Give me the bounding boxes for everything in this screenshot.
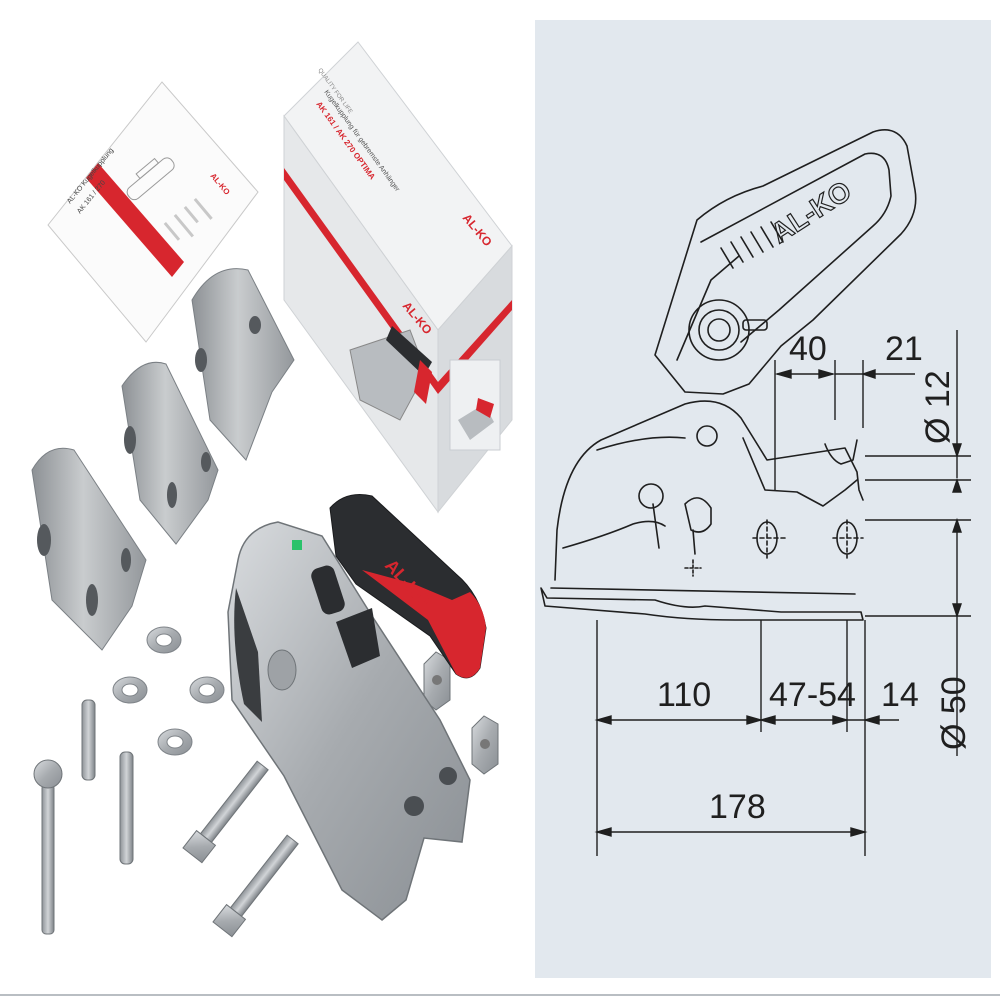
kit-svg: AL-KO Kugelkupplung AK 161 / 270 AL-KO Q… bbox=[31, 41, 513, 938]
dim-14: 14 bbox=[881, 676, 919, 714]
drawing-pivot-ring bbox=[688, 299, 750, 361]
manual-text-lines bbox=[163, 198, 213, 241]
technical-drawing-panel: AL-KO bbox=[535, 20, 991, 978]
drawing-handle-outline bbox=[654, 129, 917, 395]
hex-nut bbox=[471, 715, 499, 775]
dim-110: 110 bbox=[657, 676, 711, 714]
washer bbox=[157, 728, 193, 756]
washer bbox=[146, 626, 182, 654]
ball-coupling: AL-KO bbox=[227, 494, 487, 921]
hex-nut bbox=[423, 651, 451, 711]
washer bbox=[112, 676, 148, 704]
wear-indicator bbox=[292, 540, 302, 550]
dim-178: 178 bbox=[709, 788, 766, 826]
pin bbox=[119, 751, 134, 865]
sleeve-clamp-middle bbox=[121, 361, 219, 545]
technical-drawing: AL-KO bbox=[540, 129, 973, 856]
hex-bolt bbox=[212, 834, 299, 938]
drawing-handle-logo: AL-KO bbox=[765, 175, 856, 249]
dim-50: Ø 50 bbox=[935, 676, 973, 750]
box-coupling-image bbox=[349, 326, 432, 421]
drawing-housing-outline bbox=[554, 400, 864, 581]
carriage-bolt bbox=[33, 759, 63, 935]
dim-47-54: 47-54 bbox=[769, 676, 856, 714]
product-kit-illustration: AL-KO Kugelkupplung AK 161 / 270 AL-KO Q… bbox=[31, 41, 513, 938]
washer bbox=[189, 676, 225, 704]
dim-21: 21 bbox=[885, 330, 923, 368]
manual-device-sketch bbox=[126, 157, 175, 201]
box-coupling-thumbnail bbox=[449, 359, 501, 451]
bottom-divider bbox=[0, 994, 1000, 996]
coupling-handle: AL-KO bbox=[329, 494, 487, 679]
sleeve-clamp-front bbox=[31, 447, 147, 651]
pin bbox=[81, 699, 96, 781]
sleeve-clamp-back bbox=[191, 268, 295, 461]
dim-12: Ø 12 bbox=[919, 370, 957, 444]
hex-bolt bbox=[182, 760, 269, 864]
dim-40: 40 bbox=[789, 330, 827, 368]
product-box: QUALITY FOR LIFE Kugelkupplung für gebre… bbox=[283, 41, 513, 514]
